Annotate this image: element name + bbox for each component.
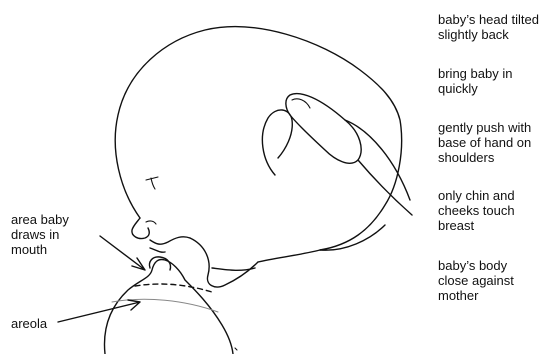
baby-shoulder (258, 225, 385, 262)
note-chin-cheeks: only chin and cheeks touch breast (438, 188, 515, 233)
draw-area-dashed-line (135, 284, 212, 292)
note-head-tilted: baby’s head tilted slightly back (438, 12, 539, 42)
baby-eye (146, 177, 158, 189)
baby-cheek (212, 268, 255, 270)
label-areola: areola (11, 316, 47, 331)
note-bring-in-quickly: bring baby in quickly (438, 66, 512, 96)
baby-lower-lip (150, 248, 165, 252)
baby-nostril (146, 221, 156, 224)
areola-arrow (58, 300, 140, 322)
baby-face-profile (132, 218, 149, 239)
breast-outline (104, 259, 233, 354)
draw-area-arrow (100, 236, 145, 270)
label-draw-area: area baby draws in mouth (11, 212, 69, 257)
mother-thumb (286, 94, 361, 164)
baby-ear (262, 110, 292, 175)
stray-mark (235, 348, 237, 350)
baby-upper-lip (150, 237, 190, 244)
note-body-close: baby’s body close against mother (438, 258, 514, 303)
mother-thumbnail (292, 99, 310, 108)
baby-chin (190, 238, 258, 287)
note-push-shoulders: gently push with base of hand on shoulde… (438, 120, 531, 165)
